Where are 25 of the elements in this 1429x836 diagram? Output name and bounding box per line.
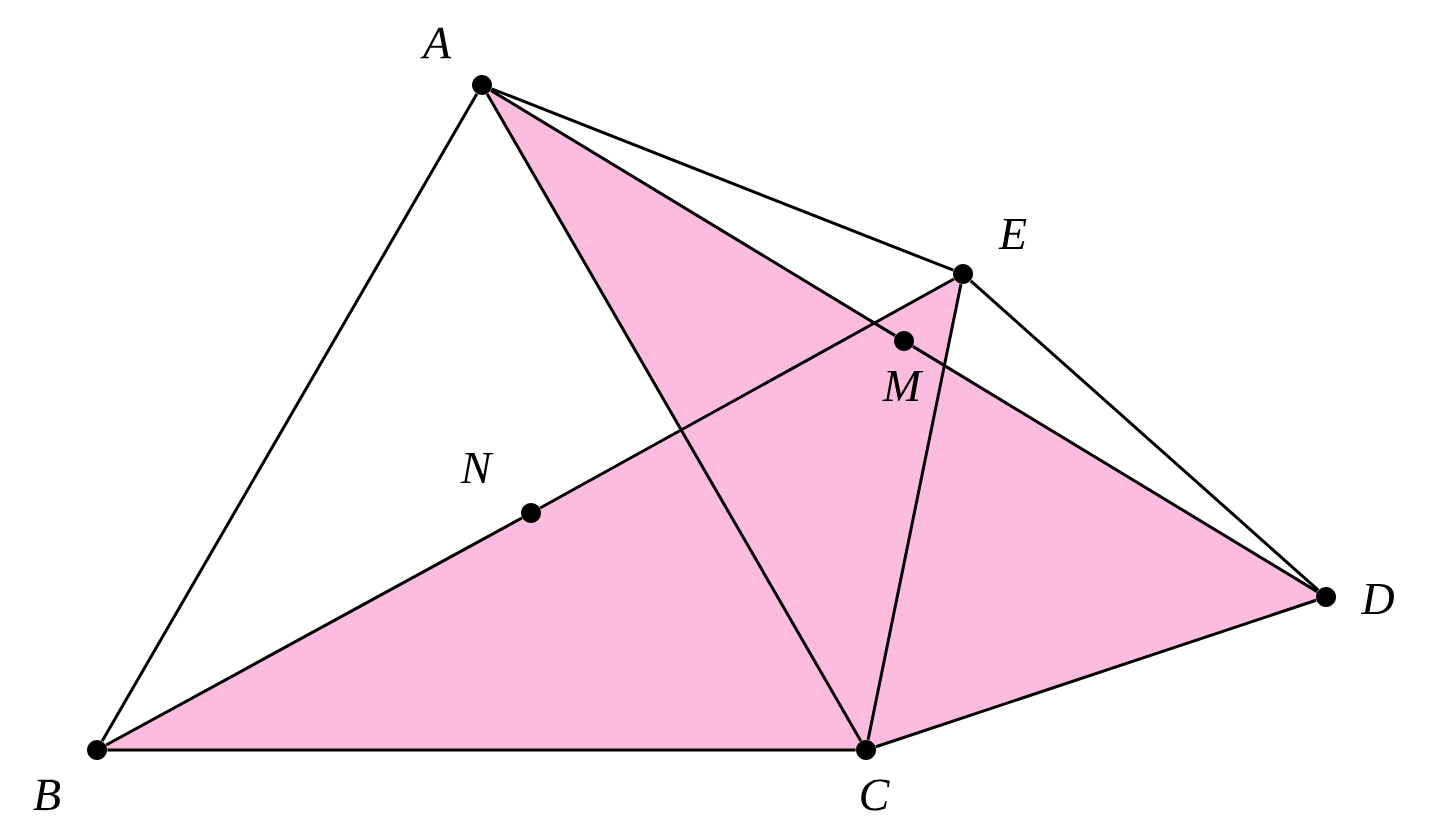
point-label: A (420, 27, 452, 59)
line-segment (100, 93, 479, 742)
line-segment (485, 93, 863, 742)
point-label: E (998, 218, 1027, 250)
point-label: B (33, 779, 61, 811)
point-label: C (861, 779, 890, 811)
line-segment (107, 748, 856, 752)
line-segment (539, 277, 955, 510)
line-segment (866, 283, 963, 741)
point-dot (856, 740, 876, 760)
point-dot (1316, 587, 1336, 607)
point-dot (87, 740, 107, 760)
line-segment (875, 598, 1317, 749)
point-dot (521, 503, 541, 523)
point-label: D (1360, 583, 1394, 615)
line-segment (105, 516, 523, 747)
line-segment (491, 87, 954, 272)
point-label: N (460, 452, 494, 484)
line-segment (490, 89, 896, 337)
point-dot (472, 75, 492, 95)
point-dot (953, 264, 973, 284)
point-dot (894, 331, 914, 351)
line-segment (912, 345, 1318, 593)
point-label: M (882, 370, 924, 402)
line-segment (969, 279, 1320, 592)
